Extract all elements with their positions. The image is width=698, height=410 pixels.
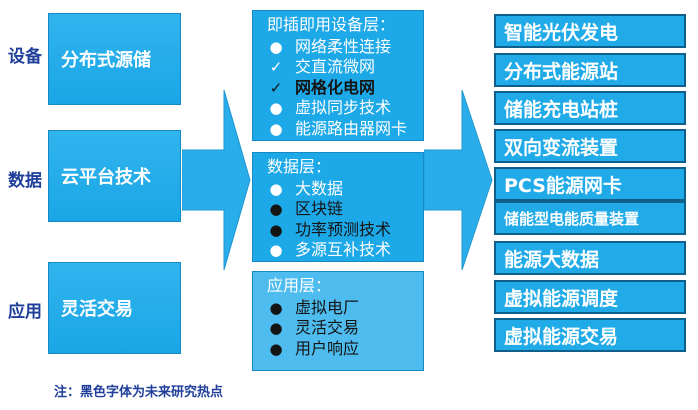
data-layer-item: ● 功率预测技术 <box>267 220 423 241</box>
item-text: 虚拟同步技术 <box>295 98 392 117</box>
bullet-icon: ● <box>269 99 283 117</box>
item-text: 多源互补技术 <box>295 240 392 259</box>
arrow-middle-to-right <box>424 90 493 270</box>
device-layer-item: ● 网络柔性连接 <box>267 37 423 58</box>
bullet-icon: ● <box>269 119 283 138</box>
application-layer-box: 应用层： ● 虚拟电厂 ● 灵活交易 ● 用户响应 <box>252 271 424 371</box>
device-layer-item: ✓ 网格化电网 <box>267 78 423 99</box>
row-label-data: 数据 <box>8 171 42 191</box>
data-layer-title: 数据层： <box>267 157 332 176</box>
item-text: 网格化电网 <box>295 77 376 97</box>
left-box-label: 灵活交易 <box>61 299 133 320</box>
right-box-smart-pv: 智能光伏发电 <box>494 14 686 48</box>
application-layer-item: ● 虚拟电厂 <box>267 298 423 319</box>
bullet-icon: ● <box>269 37 283 56</box>
left-box-distributed-storage: 分布式源储 <box>48 13 181 105</box>
bullet-icon: ● <box>269 220 283 239</box>
bullet-icon: ● <box>269 339 283 358</box>
bullet-icon: ● <box>269 200 283 218</box>
right-box-storage-charging-pile: 储能充电站桩 <box>494 91 686 125</box>
right-box-distributed-energy-station: 分布式能源站 <box>494 53 686 87</box>
row-label-application: 应用 <box>8 302 42 322</box>
right-box-bidirectional-converter: 双向变流装置 <box>494 129 686 163</box>
bullet-icon: ● <box>269 298 283 317</box>
item-text: 大数据 <box>295 178 344 198</box>
item-text: 交直流微网 <box>295 57 376 76</box>
bullet-icon: ● <box>269 179 283 198</box>
row-label-device: 设备 <box>8 47 42 67</box>
item-text: 灵活交易 <box>295 318 360 337</box>
right-box-energy-big-data: 能源大数据 <box>494 241 686 275</box>
item-text: 区块链 <box>295 199 344 218</box>
application-layer-item: ● 灵活交易 <box>267 318 423 339</box>
data-layer-box: 数据层： ● 大数据 ● 区块链 ● 功率预测技术 ● 多源互补技术 <box>252 152 424 262</box>
bullet-icon: ● <box>269 319 283 337</box>
device-layer-item: ● 虚拟同步技术 <box>267 98 423 119</box>
right-box-virtual-dispatch: 虚拟能源调度 <box>494 280 686 314</box>
application-layer-title: 应用层： <box>267 276 332 295</box>
right-box-power-quality-device: 储能型电能质量装置 <box>494 201 686 235</box>
data-layer-item: ● 区块链 <box>267 199 423 220</box>
data-layer-item: ● 大数据 <box>267 179 423 200</box>
item-text: 用户响应 <box>295 338 360 358</box>
bullet-icon: ● <box>269 241 283 259</box>
checkmark-icon: ✓ <box>269 58 283 76</box>
device-layer-box: 即插即用设备层： ● 网络柔性连接 ✓ 交直流微网 ✓ 网格化电网 ● 虚拟同步技术 ●… <box>252 10 424 141</box>
item-text: 能源路由器网卡 <box>295 118 408 138</box>
item-text: 功率预测技术 <box>295 219 392 239</box>
right-box-pcs-energy-card: PCS能源网卡 <box>494 167 686 201</box>
item-text: 虚拟电厂 <box>295 297 360 317</box>
device-layer-title: 即插即用设备层： <box>267 15 396 34</box>
left-box-flexible-trading: 灵活交易 <box>48 262 181 354</box>
left-box-cloud-platform: 云平台技术 <box>48 130 181 222</box>
device-layer-item: ● 能源路由器网卡 <box>267 119 423 140</box>
left-box-label: 云平台技术 <box>61 167 151 188</box>
device-layer-item: ✓ 交直流微网 <box>267 57 423 78</box>
item-text: 网络柔性连接 <box>295 36 392 56</box>
left-box-label: 分布式源储 <box>61 50 151 71</box>
footnote: 注：黑色字体为未来研究热点 <box>54 385 224 400</box>
application-layer-item: ● 用户响应 <box>267 339 423 360</box>
arrow-left-to-middle <box>182 90 251 270</box>
checkmark-icon: ✓ <box>269 78 283 97</box>
right-box-virtual-trading: 虚拟能源交易 <box>494 318 686 352</box>
data-layer-item: ● 多源互补技术 <box>267 240 423 261</box>
